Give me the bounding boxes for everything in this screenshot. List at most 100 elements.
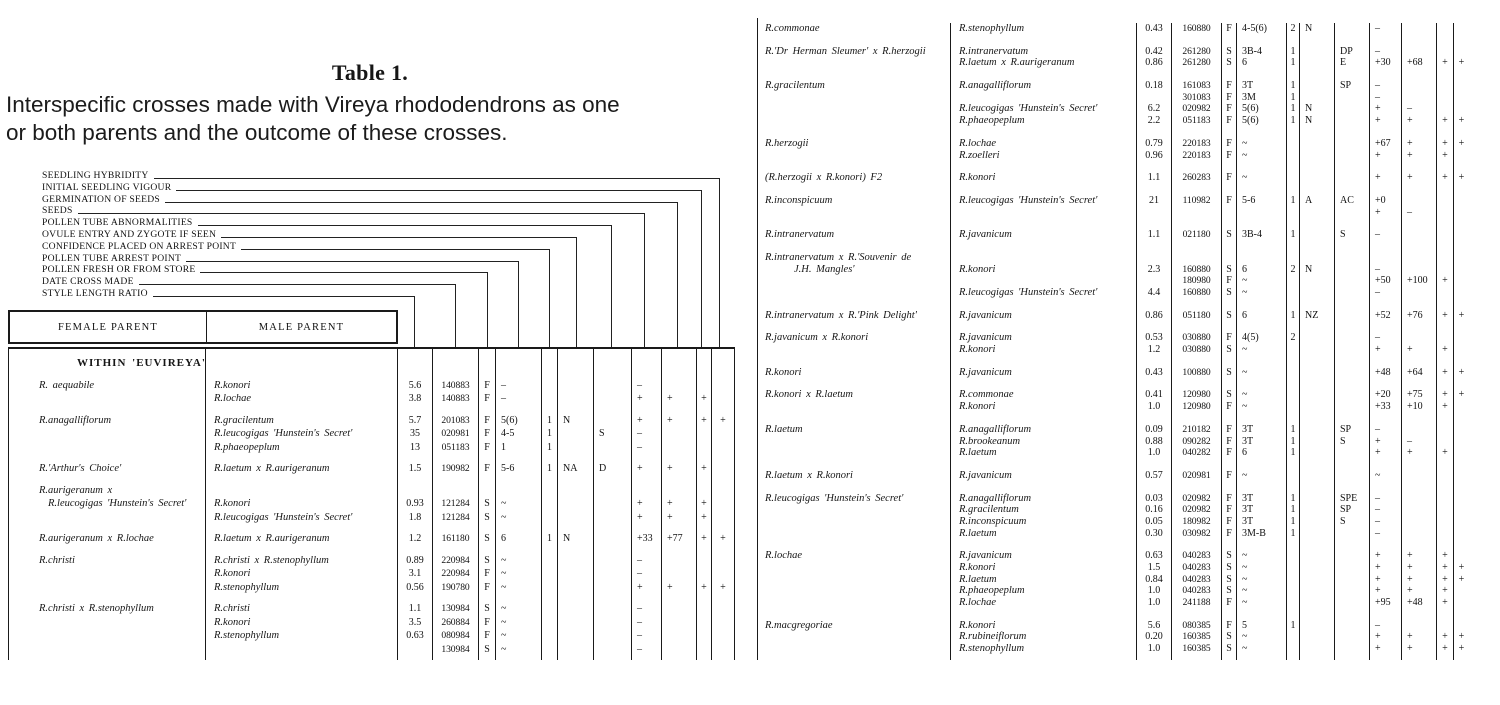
value-cell: 1.1 [1137,229,1172,241]
value-cell: 0.86 [1137,309,1172,322]
value-cell: – [1370,45,1402,58]
female-parent-cell [9,642,206,656]
value-cell [558,553,594,567]
value-cell [662,629,697,643]
value-cell: 051183 [433,440,479,454]
value-cell [1335,597,1370,609]
value-cell: 1 [1287,492,1300,505]
value-cell: 0.86 [1137,57,1172,70]
value-cell: 1 [1287,515,1300,528]
value-cell [1300,332,1335,345]
value-cell [1335,458,1370,470]
value-cell [542,378,558,392]
value-cell: + [1402,573,1437,586]
value-cell [1335,355,1370,367]
female-parent-cell [758,355,951,367]
male-parent-cell: R.konori [951,344,1137,356]
value-cell: 3M-B [1237,527,1287,540]
value-cell [1402,45,1437,58]
value-cell: 1 [1287,619,1300,632]
value-cell: – [1370,91,1402,104]
value-cell: 5(6) [496,413,542,427]
value-cell [1437,492,1454,505]
value-cell: + [1437,57,1454,70]
value-cell [594,475,632,484]
value-cell: 3B-4 [1237,45,1287,58]
value-cell: +20 [1370,389,1402,402]
value-cell: S [1222,550,1237,562]
value-cell [1172,183,1222,195]
value-cell: 1 [1287,504,1300,516]
female-parent-cell [758,91,951,104]
value-cell: + [1402,585,1437,598]
value-cell [496,370,542,379]
female-parent-cell [758,57,951,70]
value-cell [1402,469,1437,482]
value-cell [433,349,479,357]
value-cell: A [1300,194,1335,207]
value-cell: +68 [1402,57,1437,70]
legend-item: GERMINATION OF SEEDS [42,193,677,205]
value-cell [1335,366,1370,379]
value-cell [1222,161,1237,173]
female-parent-cell [758,539,951,551]
value-cell [1287,562,1300,574]
female-parent-cell: R.aurigeranum x [9,483,206,497]
value-cell: +33 [632,532,662,546]
value-cell: – [1370,332,1402,345]
value-cell [1287,631,1300,644]
value-cell [1454,597,1469,609]
legend-item: INITIAL SEEDLING VIGOUR [42,181,701,193]
value-cell [1335,103,1370,116]
male-parent-cell [206,454,398,462]
male-parent-cell [206,483,398,497]
table-row: +– [758,206,1469,219]
value-cell [1300,229,1335,241]
value-cell [1335,378,1370,390]
leader-line [152,296,414,297]
male-parent-cell [206,656,398,660]
value-cell [1300,643,1335,655]
value-cell: + [1402,115,1437,127]
male-parent-cell: R.brookeanum [951,435,1137,448]
value-cell [1300,183,1335,195]
value-cell [662,427,697,441]
value-cell: 1 [1287,115,1300,127]
value-cell: 1.0 [1137,585,1172,598]
value-cell [558,594,594,602]
value-cell [1222,654,1237,660]
value-cell [1437,378,1454,390]
female-parent-cell: R.konori [758,366,951,379]
value-cell: + [1370,643,1402,655]
value-cell [433,405,479,414]
female-parent-cell: R.'Arthur's Choice' [9,462,206,476]
female-parent-cell [9,629,206,643]
value-cell [1300,597,1335,609]
value-cell: + [1370,585,1402,598]
value-cell: + [632,497,662,511]
value-cell [1335,137,1370,150]
value-cell: E [1335,57,1370,70]
value-cell: 301083 [1172,91,1222,104]
value-cell: + [1402,631,1437,644]
male-parent-cell: R.javanicum [951,550,1137,562]
female-parent-cell: R.leucogigas 'Hunstein's Secret' [758,492,951,505]
male-parent-cell: R.phaeopeplum [951,585,1137,598]
value-cell [1222,321,1237,333]
value-cell: +95 [1370,597,1402,609]
value-cell [542,594,558,602]
value-cell [1454,482,1469,493]
value-cell [558,378,594,392]
value-cell [1137,183,1172,195]
value-cell: F [1222,80,1237,92]
female-parent-cell: R.aurigeranum x R.lochae [9,532,206,546]
value-cell: + [1402,643,1437,655]
